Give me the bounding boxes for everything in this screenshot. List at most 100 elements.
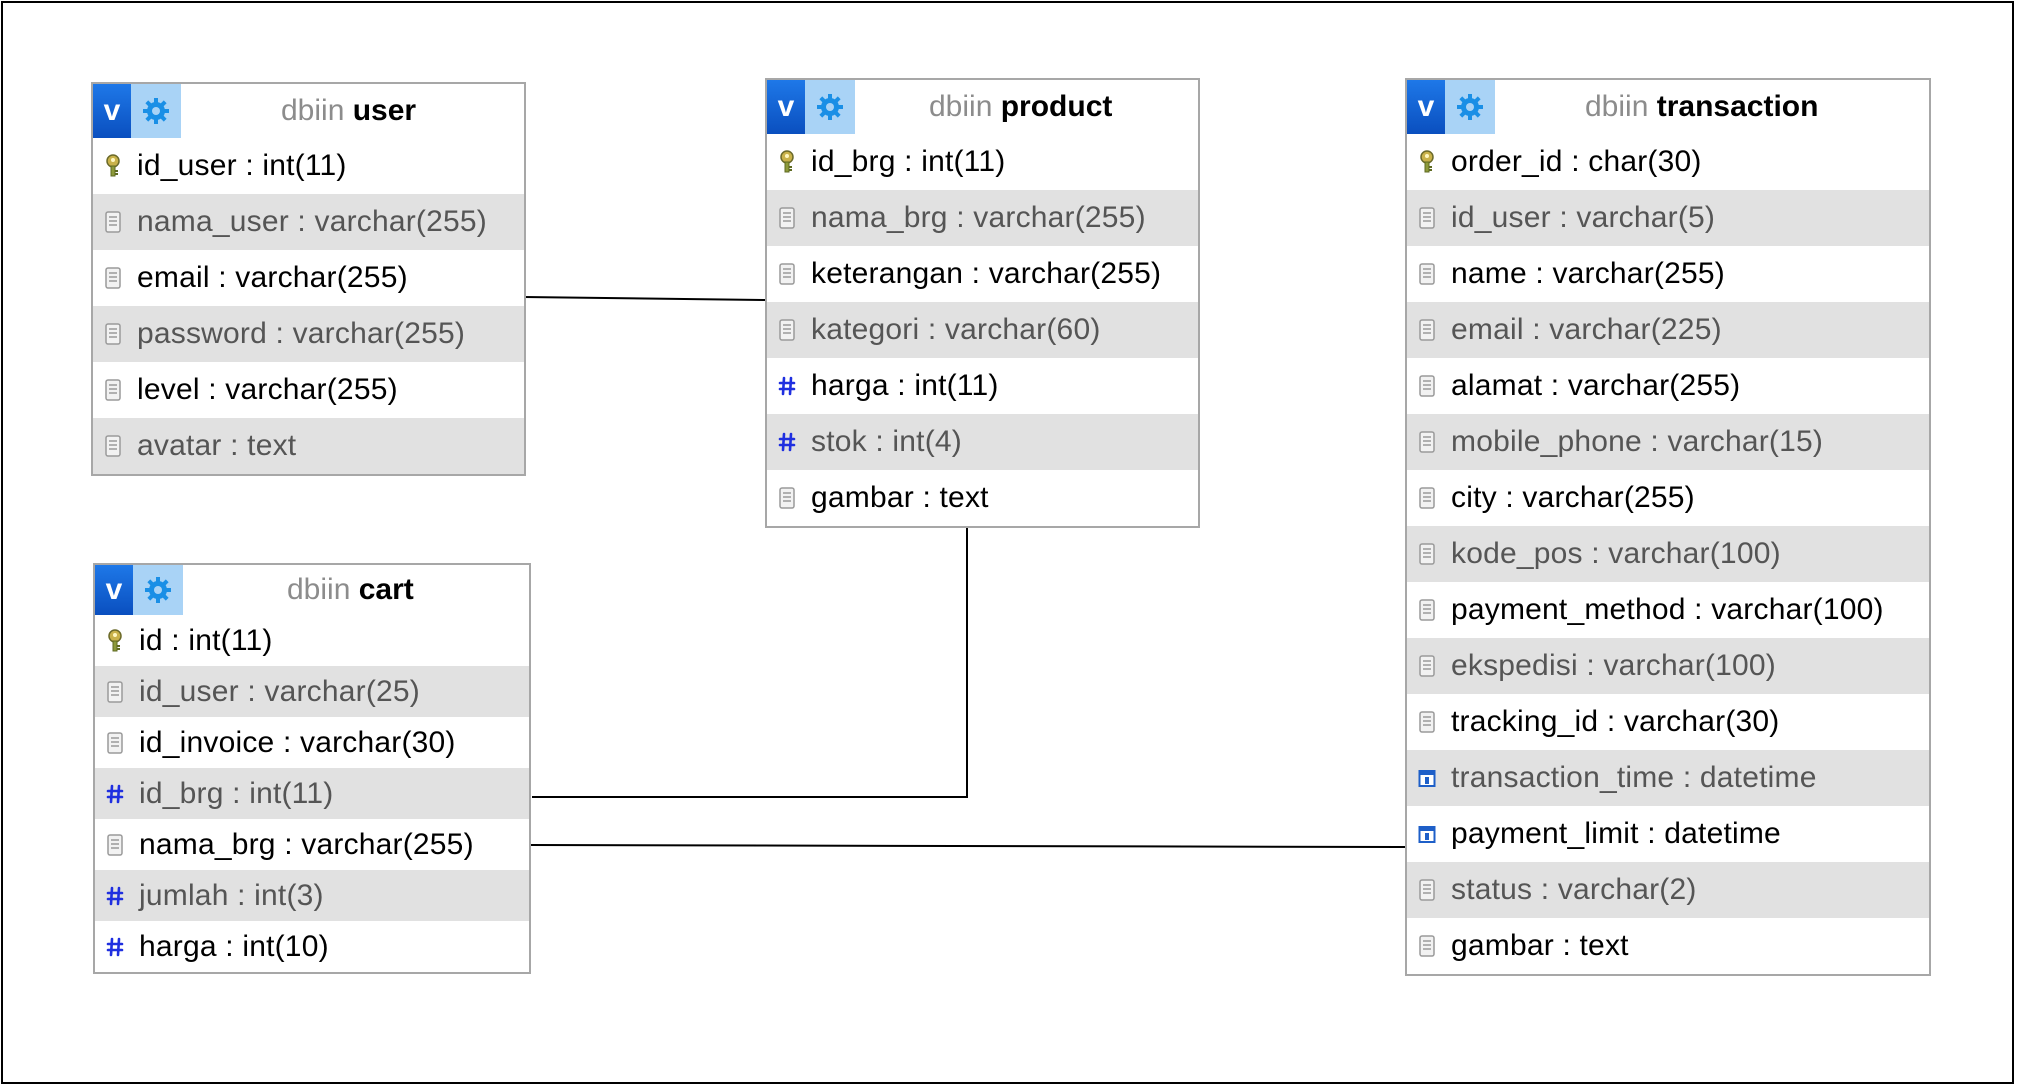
table-name: cart <box>358 573 414 606</box>
column-row[interactable]: mobile_phone : varchar(15) <box>1407 414 1929 470</box>
column-label: keterangan : varchar(255) <box>811 257 1162 290</box>
column-label: password : varchar(255) <box>137 317 466 350</box>
column-label: id_brg : int(11) <box>811 145 1006 178</box>
key-icon <box>105 628 125 653</box>
column-row[interactable]: status : varchar(2) <box>1407 862 1929 918</box>
column-row[interactable]: kategori : varchar(60) <box>767 302 1198 358</box>
column-row[interactable]: id_user : varchar(25) <box>95 666 529 717</box>
v-icon[interactable]: v <box>767 80 805 134</box>
column-label: harga : int(10) <box>139 929 329 963</box>
column-label: payment_method : varchar(100) <box>1451 593 1884 626</box>
column-row[interactable]: tracking_id : varchar(30) <box>1407 694 1929 750</box>
column-label: email : varchar(225) <box>1451 313 1722 346</box>
column-row[interactable]: stok : int(4) <box>767 414 1198 470</box>
column-row[interactable]: order_id : char(30) <box>1407 134 1929 190</box>
column-row[interactable]: id_user : int(11) <box>93 138 524 194</box>
hash-icon <box>777 374 797 398</box>
column-label: status : varchar(2) <box>1451 873 1697 906</box>
column-icon <box>1417 262 1437 286</box>
column-row[interactable]: harga : int(10) <box>95 921 529 972</box>
v-icon[interactable]: v <box>1407 80 1445 134</box>
column-row[interactable]: id_brg : int(11) <box>95 768 529 819</box>
column-row[interactable]: nama_user : varchar(255) <box>93 194 524 250</box>
column-row[interactable]: name : varchar(255) <box>1407 246 1929 302</box>
v-icon[interactable]: v <box>95 565 133 615</box>
column-icon <box>1417 486 1437 510</box>
gear-icon[interactable] <box>131 84 181 138</box>
column-label: name : varchar(255) <box>1451 257 1725 290</box>
table-transaction[interactable]: v dbiin transaction order_id : char(30)i… <box>1405 78 1931 976</box>
key-icon <box>1417 150 1437 174</box>
column-row[interactable]: jumlah : int(3) <box>95 870 529 921</box>
hash-icon <box>105 782 125 806</box>
column-row[interactable]: email : varchar(255) <box>93 250 524 306</box>
column-row[interactable]: city : varchar(255) <box>1407 470 1929 526</box>
column-row[interactable]: ekspedisi : varchar(100) <box>1407 638 1929 694</box>
column-label: id_user : int(11) <box>137 149 347 182</box>
column-icon <box>1417 374 1437 398</box>
column-row[interactable]: id_invoice : varchar(30) <box>95 717 529 768</box>
column-icon <box>103 322 123 346</box>
column-row[interactable]: nama_brg : varchar(255) <box>767 190 1198 246</box>
column-row[interactable]: nama_brg : varchar(255) <box>95 819 529 870</box>
table-name: user <box>352 94 417 127</box>
column-row[interactable]: gambar : text <box>767 470 1198 526</box>
column-icon <box>1417 934 1437 958</box>
gear-icon[interactable] <box>133 565 183 615</box>
column-label: transaction_time : datetime <box>1451 761 1817 794</box>
column-label: jumlah : int(3) <box>139 878 324 912</box>
column-label: email : varchar(255) <box>137 261 408 294</box>
column-icon <box>777 318 797 342</box>
column-row[interactable]: avatar : text <box>93 418 524 474</box>
column-label: kategori : varchar(60) <box>811 313 1101 346</box>
table-name: product <box>1000 90 1113 123</box>
calendar-icon <box>1417 766 1437 790</box>
table-user[interactable]: v dbiin user id_user : int(11) nama_user … <box>91 82 526 476</box>
column-row[interactable]: kode_pos : varchar(100) <box>1407 526 1929 582</box>
gear-icon[interactable] <box>805 80 855 134</box>
column-row[interactable]: payment_limit : datetime <box>1407 806 1929 862</box>
column-row[interactable]: alamat : varchar(255) <box>1407 358 1929 414</box>
column-icon <box>1417 598 1437 622</box>
column-icon <box>777 262 797 286</box>
column-row[interactable]: password : varchar(255) <box>93 306 524 362</box>
column-row[interactable]: level : varchar(255) <box>93 362 524 418</box>
column-list: id_user : int(11) nama_user : varchar(255… <box>93 138 524 474</box>
hash-icon <box>105 884 125 908</box>
table-header[interactable]: v dbiin product <box>767 80 1198 134</box>
column-icon <box>105 731 125 755</box>
table-cart[interactable]: v dbiin cart id : int(11)id_user : varch… <box>93 563 531 974</box>
column-row[interactable]: id_user : varchar(5) <box>1407 190 1929 246</box>
table-product[interactable]: v dbiin product id_brg : int(11) nama_brg… <box>765 78 1200 528</box>
column-icon <box>1417 206 1437 230</box>
column-icon <box>777 486 797 510</box>
column-label: harga : int(11) <box>811 369 999 402</box>
table-db-name: dbiin <box>929 90 993 123</box>
table-header[interactable]: v dbiin cart <box>95 565 529 615</box>
column-label: nama_brg : varchar(255) <box>139 827 474 861</box>
column-row[interactable]: id_brg : int(11) <box>767 134 1198 190</box>
column-row[interactable]: harga : int(11) <box>767 358 1198 414</box>
column-row[interactable]: transaction_time : datetime <box>1407 750 1929 806</box>
v-icon[interactable]: v <box>93 84 131 138</box>
table-name: transaction <box>1656 90 1819 123</box>
table-header[interactable]: v dbiin user <box>93 84 524 138</box>
key-icon <box>103 154 123 178</box>
column-list: id : int(11)id_user : varchar(25) id_invo… <box>95 615 529 972</box>
column-row[interactable]: id : int(11) <box>95 615 529 666</box>
table-header[interactable]: v dbiin transaction <box>1407 80 1929 134</box>
column-label: tracking_id : varchar(30) <box>1451 705 1780 738</box>
column-row[interactable]: email : varchar(225) <box>1407 302 1929 358</box>
column-row[interactable]: gambar : text <box>1407 918 1929 974</box>
column-label: id_invoice : varchar(30) <box>139 725 456 759</box>
column-list: order_id : char(30)id_user : varchar(5) n… <box>1407 134 1929 974</box>
column-row[interactable]: keterangan : varchar(255) <box>767 246 1198 302</box>
column-row[interactable]: payment_method : varchar(100) <box>1407 582 1929 638</box>
column-label: avatar : text <box>137 429 297 462</box>
gear-icon[interactable] <box>1445 80 1495 134</box>
column-icon <box>105 680 125 704</box>
column-icon <box>1417 654 1437 678</box>
column-icon <box>103 434 123 458</box>
column-icon <box>103 210 123 234</box>
column-label: ekspedisi : varchar(100) <box>1451 649 1776 682</box>
